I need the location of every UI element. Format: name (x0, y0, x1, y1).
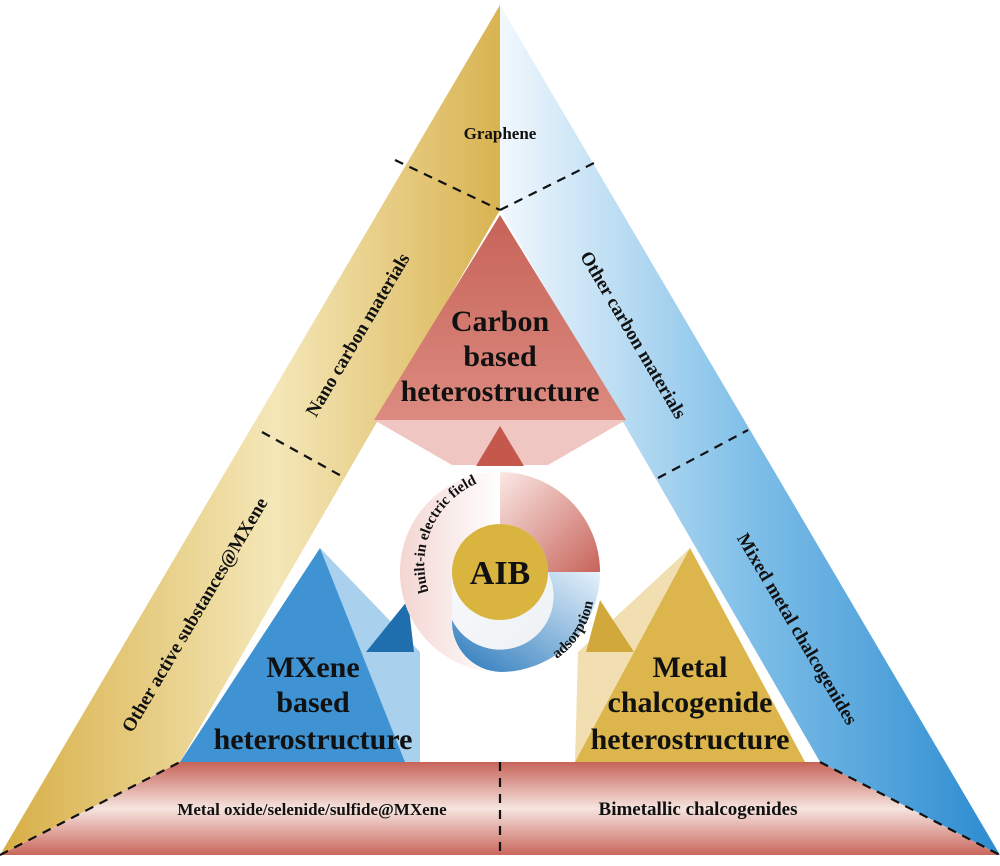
outer-frame (0, 5, 1000, 855)
mxene-line3: heterostructure (214, 723, 413, 756)
carbon-label: Carbon based heterostructure (401, 305, 600, 408)
carbon-line2: based (463, 340, 537, 373)
swirl-red (500, 472, 600, 572)
mxene-arrow (366, 600, 414, 652)
sep-top-left (394, 159, 501, 211)
carbon-line1: Carbon (451, 305, 550, 338)
sep-bottom-right (819, 761, 1000, 856)
metal-hub (575, 548, 805, 762)
left-band (0, 5, 500, 855)
metal-line1: Metal (653, 651, 728, 684)
metal-triangle (575, 548, 805, 762)
swirl-white (400, 472, 500, 672)
metal-line3: heterostructure (591, 723, 790, 756)
bottom-band (0, 762, 1000, 855)
carbon-line3: heterostructure (401, 375, 600, 408)
mxene-glow (320, 548, 420, 762)
bimetallic-label: Bimetallic chalcogenides (599, 799, 798, 820)
sep-right-mid (657, 429, 749, 479)
metal-line2: chalcogenide (608, 686, 773, 719)
mxene-hub (180, 548, 420, 762)
sep-bottom-left (0, 761, 181, 856)
carbon-arrow (476, 426, 524, 466)
aib-core (452, 524, 548, 620)
sep-top-right (499, 159, 601, 211)
metal-arrow (586, 600, 634, 652)
mxene-triangle (180, 548, 405, 762)
center-core: AIB built-in electric field adsorption (400, 472, 600, 672)
metal-label: Metal chalcogenide heterostructure (591, 651, 790, 756)
carbon-hub (374, 215, 626, 466)
mxene-line2: based (276, 686, 350, 719)
swirl-blue (451, 572, 600, 672)
mxene-line1: MXene (266, 651, 359, 684)
aib-label: AIB (470, 555, 530, 592)
carbon-triangle (374, 215, 626, 420)
metal-oxide-label: Metal oxide/selenide/sulfide@MXene (177, 800, 447, 819)
graphene-label: Graphene (464, 124, 537, 143)
right-band (500, 5, 1000, 855)
separators (0, 159, 1000, 856)
mxene-label: MXene based heterostructure (214, 651, 413, 756)
